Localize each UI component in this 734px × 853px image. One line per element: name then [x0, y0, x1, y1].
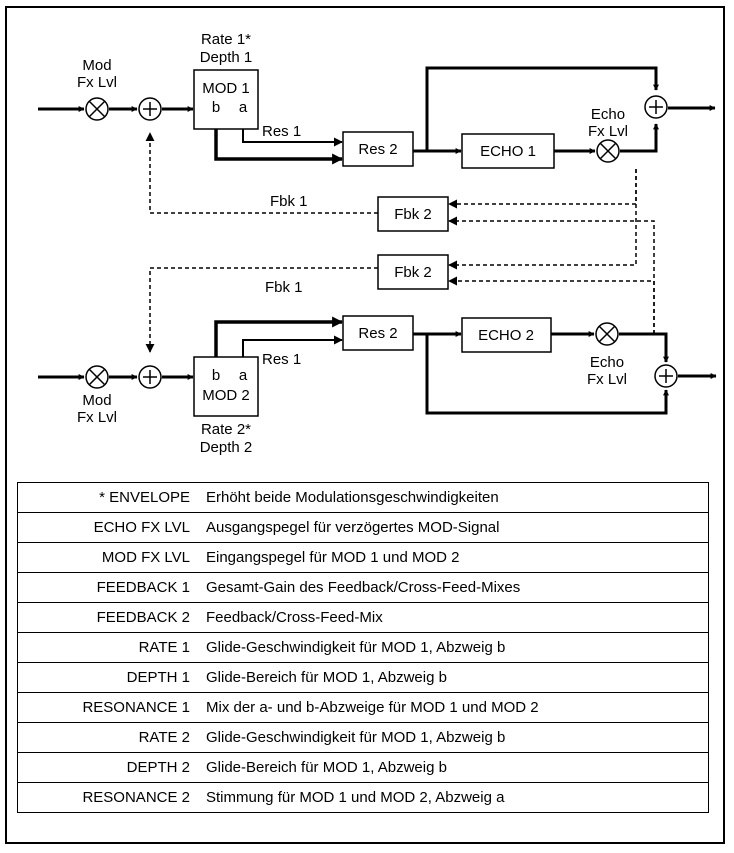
mod2-block [193, 356, 259, 417]
legend-term: * ENVELOPE [17, 482, 202, 513]
mod2-port-a: a [239, 367, 248, 384]
legend-description: Glide-Bereich für MOD 1, Abzweig b [202, 662, 709, 693]
fbk1-bottom-label: Fbk 1 [265, 279, 303, 296]
mod-fx-lvl-top-label-2: Fx Lvl [77, 74, 117, 91]
mod1-port-a: a [239, 99, 248, 116]
summer-bottom-input [138, 365, 162, 389]
mod-fx-lvl-bottom-label-1: Mod [82, 392, 111, 409]
line-mod2-a-to-res2 [242, 335, 343, 357]
multiplier-modlvl-bottom [85, 365, 109, 389]
legend-term: RATE 2 [17, 722, 202, 753]
summer-bottom-output [654, 364, 678, 388]
legend-description: Erhöht beide Modulationsgeschwindigkeite… [202, 482, 709, 513]
legend-description: Glide-Bereich für MOD 1, Abzweig b [202, 752, 709, 783]
res2-top-block [342, 131, 414, 167]
line-bypass-top [425, 66, 659, 151]
multiplier-echolvl-bottom [595, 322, 619, 346]
multiplier-modlvl-top [85, 97, 109, 121]
res1-top-label: Res 1 [262, 123, 301, 140]
fbk2-bottom-label: Fbk 2 [394, 264, 432, 281]
legend-description: Eingangspegel für MOD 1 und MOD 2 [202, 542, 709, 573]
multiplier-echolvl-top [596, 139, 620, 163]
mod1-label: MOD 1 [202, 80, 250, 97]
legend-description: Stimmung für MOD 1 und MOD 2, Abzweig a [206, 789, 505, 806]
summer-top-input [138, 97, 162, 121]
mod1-port-b: b [212, 99, 220, 116]
echo1-block [461, 133, 555, 169]
feedback-line-fbk1-top [145, 132, 378, 214]
legend-term: DEPTH 2 [17, 752, 202, 783]
line-bypass-bottom [425, 334, 669, 415]
rate1-label: Rate 1* [201, 31, 251, 48]
line-echolvl-to-sum-bottom [619, 332, 669, 363]
line-echolvl-to-sum-top [620, 123, 659, 153]
line-mod1-b-to-res2 [214, 129, 344, 165]
signal-flow-diagram: Mod Fx Lvl Rate 1* Depth 1 MOD 1 b a Res… [38, 31, 717, 456]
legend-term: RATE 1 [17, 632, 202, 663]
fbk1-top-label: Fbk 1 [270, 193, 308, 210]
mod2-port-b: b [212, 367, 220, 384]
fbk2-top-block [377, 196, 449, 232]
mod-fx-lvl-bottom-label-2: Fx Lvl [77, 409, 117, 426]
feedback-line-fbk1-bottom [145, 267, 378, 353]
depth2-label: Depth 2 [200, 439, 253, 456]
line-mod2-b-to-res2 [214, 316, 344, 357]
legend-row: RESONANCE 2 Stimmung für MOD 1 und MOD 2,… [18, 783, 709, 813]
res2-bottom-block [342, 315, 414, 351]
fbk2-top-label: Fbk 2 [394, 206, 432, 223]
feedback-echo1-to-fbk2-bottom [448, 169, 637, 270]
fbk2-bottom-block [377, 254, 449, 290]
echo-fx-lvl-bottom-label-1: Echo [590, 354, 624, 371]
rate2-label: Rate 2* [201, 421, 251, 438]
legend-description: Ausgangspegel für verzögertes MOD-Signal [202, 512, 709, 543]
mod-fx-lvl-top-label-1: Mod [82, 57, 111, 74]
res1-bottom-label: Res 1 [262, 351, 301, 368]
res2-top-label: Res 2 [358, 141, 397, 158]
echo2-block [461, 317, 552, 353]
legend-term: ECHO FX LVL [17, 512, 202, 543]
echo1-label: ECHO 1 [480, 143, 536, 160]
legend-term: RESONANCE 1 [17, 692, 202, 723]
echo-fx-lvl-bottom-label-2: Fx Lvl [587, 371, 627, 388]
echo2-label: ECHO 2 [478, 327, 534, 344]
legend-term: DEPTH 1 [17, 662, 202, 693]
legend-description: Feedback/Cross-Feed-Mix [202, 602, 709, 633]
feedback-echo1-to-fbk2-top [448, 169, 637, 209]
legend-description: Glide-Geschwindigkeit für MOD 1, Abzweig… [202, 722, 709, 753]
legend-term: FEEDBACK 1 [17, 572, 202, 603]
legend-description: Glide-Geschwindigkeit für MOD 1, Abzweig… [202, 632, 709, 663]
figure-frame [5, 6, 725, 844]
feedback-echo2-to-fbk2-top [448, 216, 655, 334]
res2-bottom-label: Res 2 [358, 325, 397, 342]
echo-fx-lvl-top-label-2: Fx Lvl [588, 123, 628, 140]
echo-fx-lvl-top-label-1: Echo [591, 106, 625, 123]
line-mod1-a-to-res2 [242, 129, 343, 147]
summer-top-output [644, 95, 668, 119]
legend-term: FEEDBACK 2 [17, 602, 202, 633]
legend-term: MOD FX LVL [17, 542, 202, 573]
legend-term: RESONANCE 2 [82, 789, 190, 806]
mod1-block [193, 69, 259, 130]
mod2-label: MOD 2 [202, 387, 250, 404]
legend-description: Gesamt-Gain des Feedback/Cross-Feed-Mixe… [202, 572, 709, 603]
depth1-label: Depth 1 [200, 49, 253, 66]
feedback-echo2-to-fbk2-bottom [448, 276, 655, 334]
legend-description: Mix der a- und b-Abzweige für MOD 1 und … [202, 692, 709, 723]
